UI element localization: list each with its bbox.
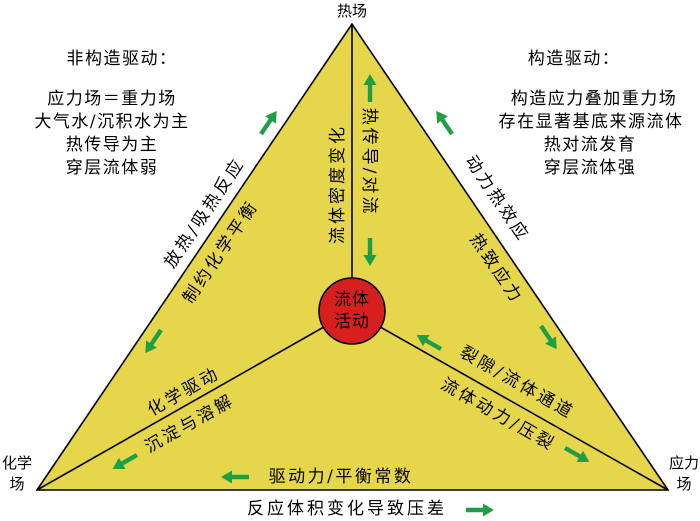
center-label-line2: 活动 <box>334 312 370 332</box>
tectonic-heading: 构造驱动： <box>528 49 621 69</box>
arrow-up-left-icon <box>416 334 443 351</box>
arrow-up-icon <box>363 74 377 102</box>
arrow-right-icon <box>466 503 494 517</box>
arrow-down-left-icon <box>145 328 163 354</box>
spoke-stress-fluid <box>351 310 669 491</box>
vertex-stress-field-line2: 场 <box>676 475 691 493</box>
arrow-down-icon <box>363 238 377 266</box>
label-heat-conduction-convection: 热传导/对流 <box>359 108 379 217</box>
non-tectonic-line: 热传导为主 <box>66 135 159 155</box>
spoke-chemical-fluid <box>36 310 353 491</box>
non-tectonic-heading: 非构造驱动： <box>67 49 178 69</box>
fluid-activity-node <box>318 277 386 345</box>
tectonic-line: 穿层流体强 <box>544 158 637 178</box>
non-tectonic-line: 应力场＝重力场 <box>47 89 177 109</box>
arrow-group <box>112 74 590 517</box>
vertex-stress-field-line1: 应力 <box>669 454 699 472</box>
non-tectonic-block: 非构造驱动： 应力场＝重力场 大气水/沉积水为主 热传导为主 穿层流体弱 <box>34 49 189 178</box>
tectonic-line: 存在显著基底来源流体 <box>499 112 684 132</box>
label-driving-force-equilibrium-constant: 驱动力/平衡常数 <box>269 467 414 487</box>
tectonic-block: 构造驱动： 构造应力叠加重力场 存在显著基底来源流体 热对流发育 穿层流体强 <box>499 49 684 178</box>
non-tectonic-line: 穿层流体弱 <box>66 158 159 178</box>
non-tectonic-line: 大气水/沉积水为主 <box>34 112 189 132</box>
label-reaction-volume-pressure-difference: 反应体积变化导致压差 <box>247 499 447 519</box>
arrow-down-right-icon <box>563 446 590 463</box>
arrow-up-right-icon <box>259 110 277 136</box>
center-label-line1: 流体 <box>334 290 370 310</box>
arrow-left-icon <box>221 470 249 484</box>
tectonic-line: 构造应力叠加重力场 <box>511 89 678 109</box>
arrow-down-right-icon <box>539 324 557 350</box>
vertex-heat-field: 热场 <box>337 2 367 20</box>
vertex-chemical-field-line1: 化学 <box>2 454 32 472</box>
arrow-down-left-icon <box>112 453 139 470</box>
vertex-chemical-field-line2: 场 <box>9 475 24 493</box>
label-fluid-density-change: 流体密度变化 <box>328 124 348 244</box>
tectonic-line: 热对流发育 <box>544 135 637 155</box>
arrow-up-left-icon <box>436 110 454 136</box>
